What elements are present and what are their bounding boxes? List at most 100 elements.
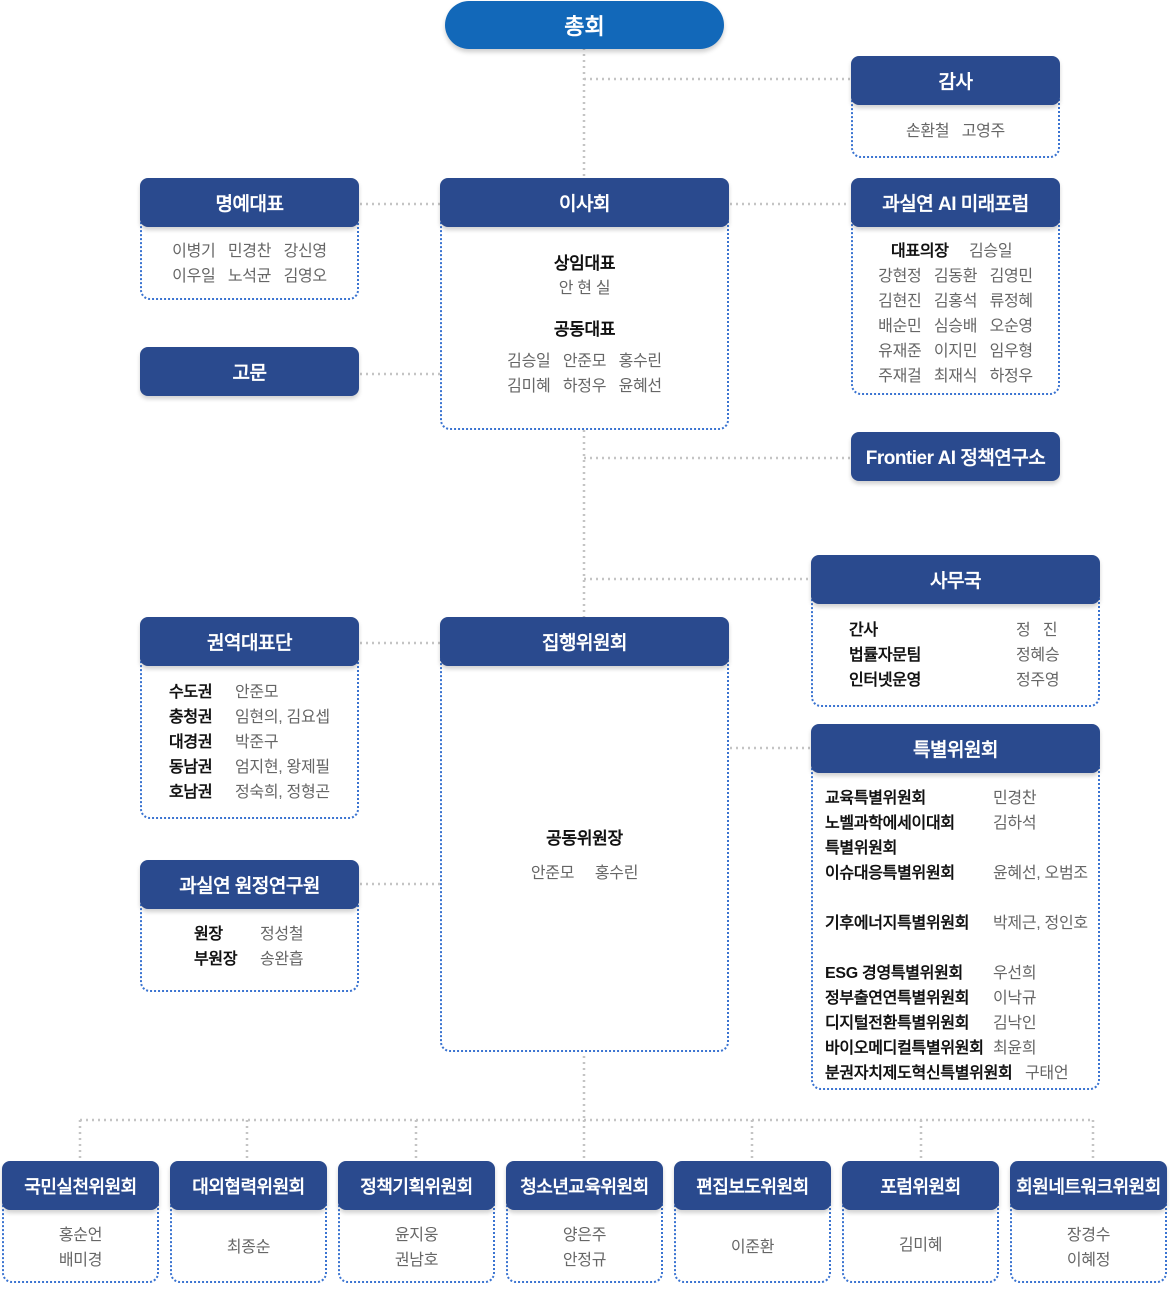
special-committee-chair: 김낙인 <box>993 1015 1037 1032</box>
forum-member-row: 유재준 이지민 임우형 <box>878 343 1033 360</box>
ai-forum-title: 과실연 AI 미래포럼 <box>882 194 1029 215</box>
ai-forum-box: 과실연 AI 미래포럼 대표의장 김승일 강현정 김동환 김영민 김현진 김홍석… <box>851 178 1060 395</box>
board-box: 이사회 상임대표 안 현 실 공동대표 김승일 안준모 홍수린 김미혜 하정우 … <box>440 178 729 430</box>
board-title: 이사회 <box>559 194 610 215</box>
institute-role: 원장 <box>194 926 223 943</box>
committee-member: 최종순 <box>226 1239 271 1256</box>
special-committee-chair: 이낙규 <box>993 990 1037 1007</box>
committee-box: 정책기획위원회 윤지웅 권남호 <box>338 1161 495 1283</box>
board-header: 이사회 <box>440 178 729 227</box>
institute-box: 과실연 원정연구원 원장 정성철 부원장 송완흡 <box>140 860 359 992</box>
general-assembly-node: 총회 <box>445 1 724 49</box>
committee-member: 이혜정 <box>1066 1252 1111 1269</box>
committee-member: 홍순언 <box>58 1227 103 1244</box>
honorary-row-1: 이병기 민경찬 강신영 <box>172 243 327 260</box>
committee-title: 회원네트워크위원회 <box>1016 1176 1161 1197</box>
special-committee-body <box>811 754 1100 1090</box>
secretariat-person: 정 진 <box>1016 622 1058 639</box>
special-committee-name: 정부출연연특별위원회 <box>825 990 970 1007</box>
regional-reps-header: 권역대표단 <box>140 617 359 666</box>
region-rep: 정숙희, 정형곤 <box>235 784 330 801</box>
region-rep: 안준모 <box>235 684 279 701</box>
committee-member: 안정규 <box>562 1252 607 1269</box>
special-committee-chair: 우선희 <box>993 965 1037 982</box>
forum-member-row: 김현진 김홍석 류정혜 <box>878 293 1033 310</box>
committee-title: 정책기획위원회 <box>360 1176 473 1197</box>
secretariat-title: 사무국 <box>930 571 981 592</box>
ai-forum-header: 과실연 AI 미래포럼 <box>851 178 1060 227</box>
institute-role: 부원장 <box>194 951 238 968</box>
advisor-box: 고문 <box>140 347 359 396</box>
special-committee-name: 이슈대응특별위원회 <box>825 865 955 882</box>
special-committee-chair: 구태언 <box>1025 1065 1069 1082</box>
institute-person: 정성철 <box>260 926 304 943</box>
forum-member-row: 배순민 심승배 오순영 <box>878 318 1033 335</box>
institute-header: 과실연 원정연구원 <box>140 860 359 909</box>
co-chair-names: 안준모 홍수린 <box>530 865 639 882</box>
special-committee-name: 분권자치제도혁신특별위원회 <box>825 1065 1013 1082</box>
region-label: 호남권 <box>169 784 213 801</box>
region-label: 동남권 <box>169 759 213 776</box>
region-rep: 박준구 <box>235 734 279 751</box>
committee-header: 편집보도위원회 <box>674 1161 831 1210</box>
committee-member: 장경수 <box>1066 1227 1111 1244</box>
committee-header: 포럼위원회 <box>842 1161 999 1210</box>
special-committee-chair: 최윤희 <box>993 1040 1037 1057</box>
joint-rep-row-1: 김승일 안준모 홍수린 <box>507 353 662 370</box>
secretariat-person: 정주영 <box>1016 672 1060 689</box>
committee-member: 권남호 <box>394 1252 439 1269</box>
special-committee-name: 바이오메디컬특별위원회 <box>825 1040 984 1057</box>
committee-member: 양은주 <box>562 1227 607 1244</box>
standing-rep-name: 안 현 실 <box>558 280 611 297</box>
special-committee-name: ESG 경영특별위원회 <box>825 965 963 982</box>
special-committee-name: 노벨과학에세이대회 <box>825 815 955 832</box>
special-committee-chair: 김하석 <box>993 815 1037 832</box>
standing-rep-title: 상임대표 <box>553 254 616 273</box>
forum-chair-name: 김승일 <box>969 243 1013 260</box>
region-rep: 엄지현, 왕제필 <box>235 759 330 776</box>
co-chair-title: 공동위원장 <box>546 829 623 848</box>
region-label: 대경권 <box>169 734 213 751</box>
committee-member: 윤지웅 <box>394 1227 439 1244</box>
forum-member-row: 주재걸 최재식 하정우 <box>878 368 1033 385</box>
committee-title: 편집보도위원회 <box>696 1176 809 1197</box>
ai-forum-body <box>851 208 1060 395</box>
committee-member: 이준환 <box>730 1239 775 1256</box>
special-committee-name: 교육특별위원회 <box>825 790 926 807</box>
committee-title: 포럼위원회 <box>880 1176 961 1197</box>
executive-committee-box: 집행위원회 공동위원장 안준모 홍수린 <box>440 617 729 1052</box>
special-committee-name: 특별위원회 <box>825 840 898 857</box>
committee-box: 회원네트워크위원회 장경수 이혜정 <box>1010 1161 1167 1283</box>
institute-title: 과실연 원정연구원 <box>179 876 320 897</box>
audit-members: 손환철 고영주 <box>906 123 1005 140</box>
general-assembly-title: 총회 <box>564 14 605 39</box>
region-label: 충청권 <box>169 709 213 726</box>
committee-header: 청소년교육위원회 <box>506 1161 663 1210</box>
region-label: 수도권 <box>169 684 213 701</box>
honorary-header: 명예대표 <box>140 178 359 227</box>
joint-rep-row-2: 김미혜 하정우 윤혜선 <box>507 378 662 395</box>
frontier-ai-header: Frontier AI 정책연구소 <box>851 432 1060 481</box>
committee-box: 대외협력위원회 최종순 <box>170 1161 327 1283</box>
executive-committee-header: 집행위원회 <box>440 617 729 666</box>
regional-reps-title: 권역대표단 <box>207 633 292 654</box>
secretariat-body <box>811 585 1100 707</box>
committee-box: 편집보도위원회 이준환 <box>674 1161 831 1283</box>
forum-chair-label: 대표의장 <box>891 243 949 260</box>
executive-committee-body <box>440 647 729 1052</box>
honorary-title: 명예대표 <box>215 194 284 215</box>
regional-reps-body <box>140 647 359 819</box>
special-committee-box: 특별위원회 교육특별위원회 민경찬 노벨과학에세이대회 김하석 특별위원회 이슈… <box>811 724 1100 1090</box>
committee-member: 김미혜 <box>898 1237 943 1254</box>
committee-title: 국민실천위원회 <box>24 1176 137 1197</box>
frontier-ai-title: Frontier AI 정책연구소 <box>865 448 1046 469</box>
special-committee-chair: 민경찬 <box>993 790 1037 807</box>
honorary-row-2: 이우일 노석균 김영오 <box>172 268 327 285</box>
committee-header: 대외협력위원회 <box>170 1161 327 1210</box>
board-body <box>440 208 729 430</box>
committee-box: 청소년교육위원회 양은주 안정규 <box>506 1161 663 1283</box>
committee-member: 배미경 <box>58 1252 103 1269</box>
frontier-ai-box: Frontier AI 정책연구소 <box>851 432 1060 481</box>
special-committee-title: 특별위원회 <box>913 740 998 761</box>
